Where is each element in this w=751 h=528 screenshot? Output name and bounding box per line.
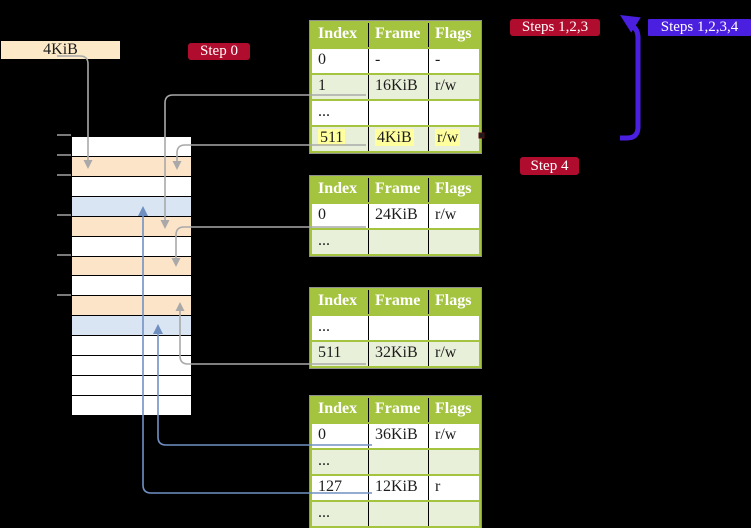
column-header: Frame xyxy=(368,398,428,422)
table-cell: 511 xyxy=(318,129,346,146)
table-cell xyxy=(428,450,479,474)
table-cell: 24KiB xyxy=(368,204,428,228)
table-cell: ... xyxy=(318,452,330,469)
table-cell: 36KiB xyxy=(368,424,428,448)
memory-frame-row-white xyxy=(72,236,191,257)
column-header: Index xyxy=(318,292,358,309)
column-header: Flags xyxy=(428,398,479,422)
table-row: 1 16KiB r/w xyxy=(312,73,479,99)
memory-frame-row-peach xyxy=(72,156,191,177)
steps-arrow xyxy=(620,15,641,141)
page-table-3: Index Frame Flags ... 511 32KiB r/w xyxy=(310,288,481,368)
column-header: Frame xyxy=(368,290,428,314)
table-cell: r/w xyxy=(428,424,479,448)
table-header-row: Index Frame Flags xyxy=(312,290,479,314)
table-row: ... xyxy=(312,99,479,125)
table-row: ... xyxy=(312,448,479,474)
table-cell: - xyxy=(428,49,479,73)
column-header: Flags xyxy=(428,178,479,202)
table-cell: 1 xyxy=(318,77,326,94)
table-header-row: Index Frame Flags xyxy=(312,23,479,47)
table-cell xyxy=(428,502,479,526)
table-cell: 32KiB xyxy=(368,342,428,366)
table-row: 127 12KiB r xyxy=(312,474,479,500)
address-tick xyxy=(57,294,71,296)
table-row: 0 24KiB r/w xyxy=(312,202,479,228)
memory-frame-row-blue xyxy=(72,196,191,217)
table-cell: r/w xyxy=(428,127,479,151)
table-cell xyxy=(428,230,479,254)
memory-frame-row-white xyxy=(72,336,191,357)
table-cell: r xyxy=(428,476,479,500)
table-cell: r/w xyxy=(428,204,479,228)
address-tick xyxy=(57,154,71,156)
memory-frame-row-peach xyxy=(72,296,191,317)
table-cell xyxy=(428,101,479,125)
table-cell: 16KiB xyxy=(368,75,428,99)
memory-frame-row-white xyxy=(72,276,191,297)
address-tick xyxy=(57,254,71,256)
table-cell xyxy=(428,316,479,340)
steps-arrow-shaft xyxy=(620,23,641,141)
table-cell xyxy=(368,230,428,254)
table-cell: ... xyxy=(318,103,330,120)
table-cell: r/w xyxy=(428,75,479,99)
address-tick xyxy=(57,214,71,216)
table-cell xyxy=(368,316,428,340)
step0-label: Step 0 xyxy=(188,43,250,60)
table-cell: 511 xyxy=(318,344,342,361)
memory-frame-row-white xyxy=(72,176,191,197)
table-cell xyxy=(368,101,428,125)
table-cell xyxy=(368,450,428,474)
table-cell: - xyxy=(368,49,428,73)
address-tick xyxy=(57,174,71,176)
memory-frame-row-peach xyxy=(72,256,191,277)
table-header-row: Index Frame Flags xyxy=(312,178,479,202)
memory-frame-row-white xyxy=(72,376,191,396)
column-header: Flags xyxy=(428,290,479,314)
arrowhead-upleft-icon xyxy=(620,15,641,33)
table-header-row: Index Frame Flags xyxy=(312,398,479,422)
table-row: 0 36KiB r/w xyxy=(312,422,479,448)
page-table-1: Index Frame Flags 0 - - 1 16KiB r/w ... … xyxy=(310,21,481,153)
physical-memory-column xyxy=(71,136,192,416)
table-cell: r/w xyxy=(428,342,479,366)
memory-frame-row-white xyxy=(72,395,191,415)
table-cell: ... xyxy=(318,318,330,335)
table-cell: 12KiB xyxy=(368,476,428,500)
table-cell xyxy=(368,502,428,526)
page-table-2: Index Frame Flags 0 24KiB r/w ... xyxy=(310,176,481,256)
frame-size-box: 4KiB xyxy=(1,41,120,59)
table-row: ... xyxy=(312,314,479,340)
table-cell: 127 xyxy=(318,478,342,495)
memory-frame-row-blue xyxy=(72,316,191,337)
table-cell: ... xyxy=(318,504,330,521)
column-header: Frame xyxy=(368,178,428,202)
step4-label: Step 4 xyxy=(520,157,579,175)
memory-frame-row-white xyxy=(72,356,191,377)
table-cell: 0 xyxy=(318,51,326,68)
page-table-4: Index Frame Flags 0 36KiB r/w ... 127 12… xyxy=(310,396,481,528)
table-cell: ... xyxy=(318,232,330,249)
table-row: ... xyxy=(312,500,479,526)
memory-frame-row-white xyxy=(72,137,191,157)
table-row: 0 - - xyxy=(312,47,479,73)
table-row: ... xyxy=(312,228,479,254)
steps1234-label: Steps 1,2,3,4 xyxy=(648,19,751,36)
column-header: Index xyxy=(318,400,358,417)
table-cell: 4KiB xyxy=(368,127,428,151)
address-tick xyxy=(57,134,71,136)
column-header: Flags xyxy=(428,23,479,47)
column-header: Frame xyxy=(368,23,428,47)
column-header: Index xyxy=(318,180,358,197)
table-cell: 0 xyxy=(318,426,326,443)
table-row: 511 32KiB r/w xyxy=(312,340,479,366)
memory-frame-row-peach xyxy=(72,216,191,237)
table-row-highlighted: 511 4KiB r/w xyxy=(312,125,479,151)
steps123-label: Steps 1,2,3 xyxy=(510,19,600,36)
table-cell: 0 xyxy=(318,206,326,223)
column-header: Index xyxy=(318,25,358,42)
